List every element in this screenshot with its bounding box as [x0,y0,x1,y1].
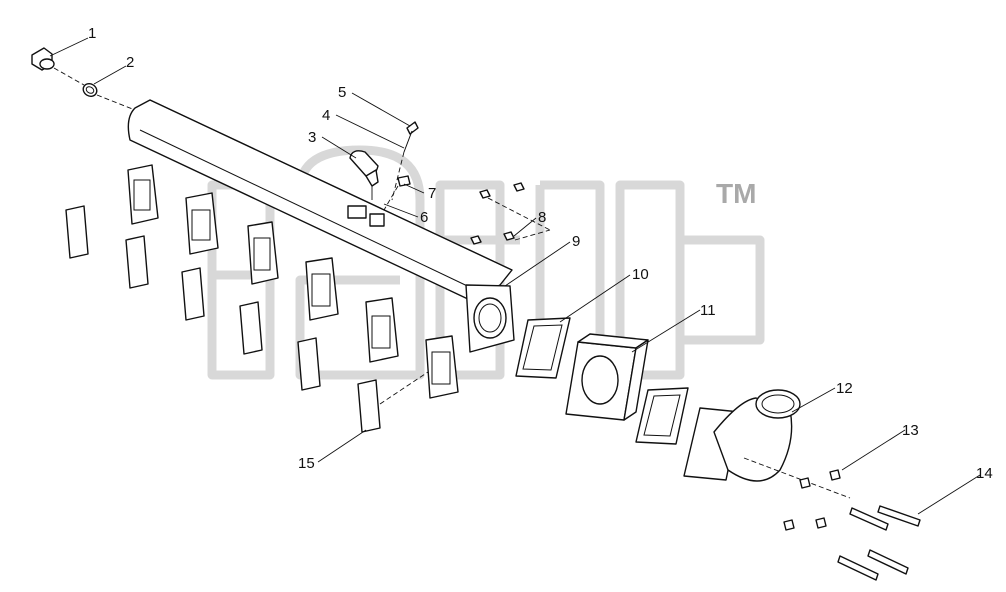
callout-2: 2 [126,54,134,71]
callout-10: 10 [632,266,649,283]
callout-11: 11 [700,302,716,319]
callout-6: 6 [420,209,428,226]
part-bolts [837,505,921,581]
part-spacer-block [565,333,649,421]
part-elbow-pipe [683,389,801,482]
part-branch-gaskets [65,205,429,433]
part-screw [391,121,419,201]
callout-12: 12 [836,380,853,397]
watermark-trademark: TM [716,178,756,209]
callout-5: 5 [338,84,346,101]
part-outlet-gasket [515,317,571,379]
part-exhaust-manifold [127,99,515,399]
part-seal-ring [82,83,136,111]
part-washers [743,457,851,531]
callout-labels: 1 2 3 4 5 6 7 8 9 10 11 12 13 14 15 [88,25,993,482]
callout-8: 8 [538,209,546,226]
callout-4: 4 [322,107,330,124]
callout-14: 14 [976,465,993,482]
part-sensor [349,150,379,200]
callout-9: 9 [572,233,580,250]
callout-15: 15 [298,455,315,472]
part-nuts [470,182,551,245]
callout-7: 7 [428,185,436,202]
part-small-screw [383,175,411,211]
part-plug [31,47,85,86]
leader-lines [49,37,981,515]
callout-3: 3 [308,129,316,146]
callout-1: 1 [88,25,96,42]
part-elbow-gasket [635,387,689,445]
callout-13: 13 [902,422,919,439]
